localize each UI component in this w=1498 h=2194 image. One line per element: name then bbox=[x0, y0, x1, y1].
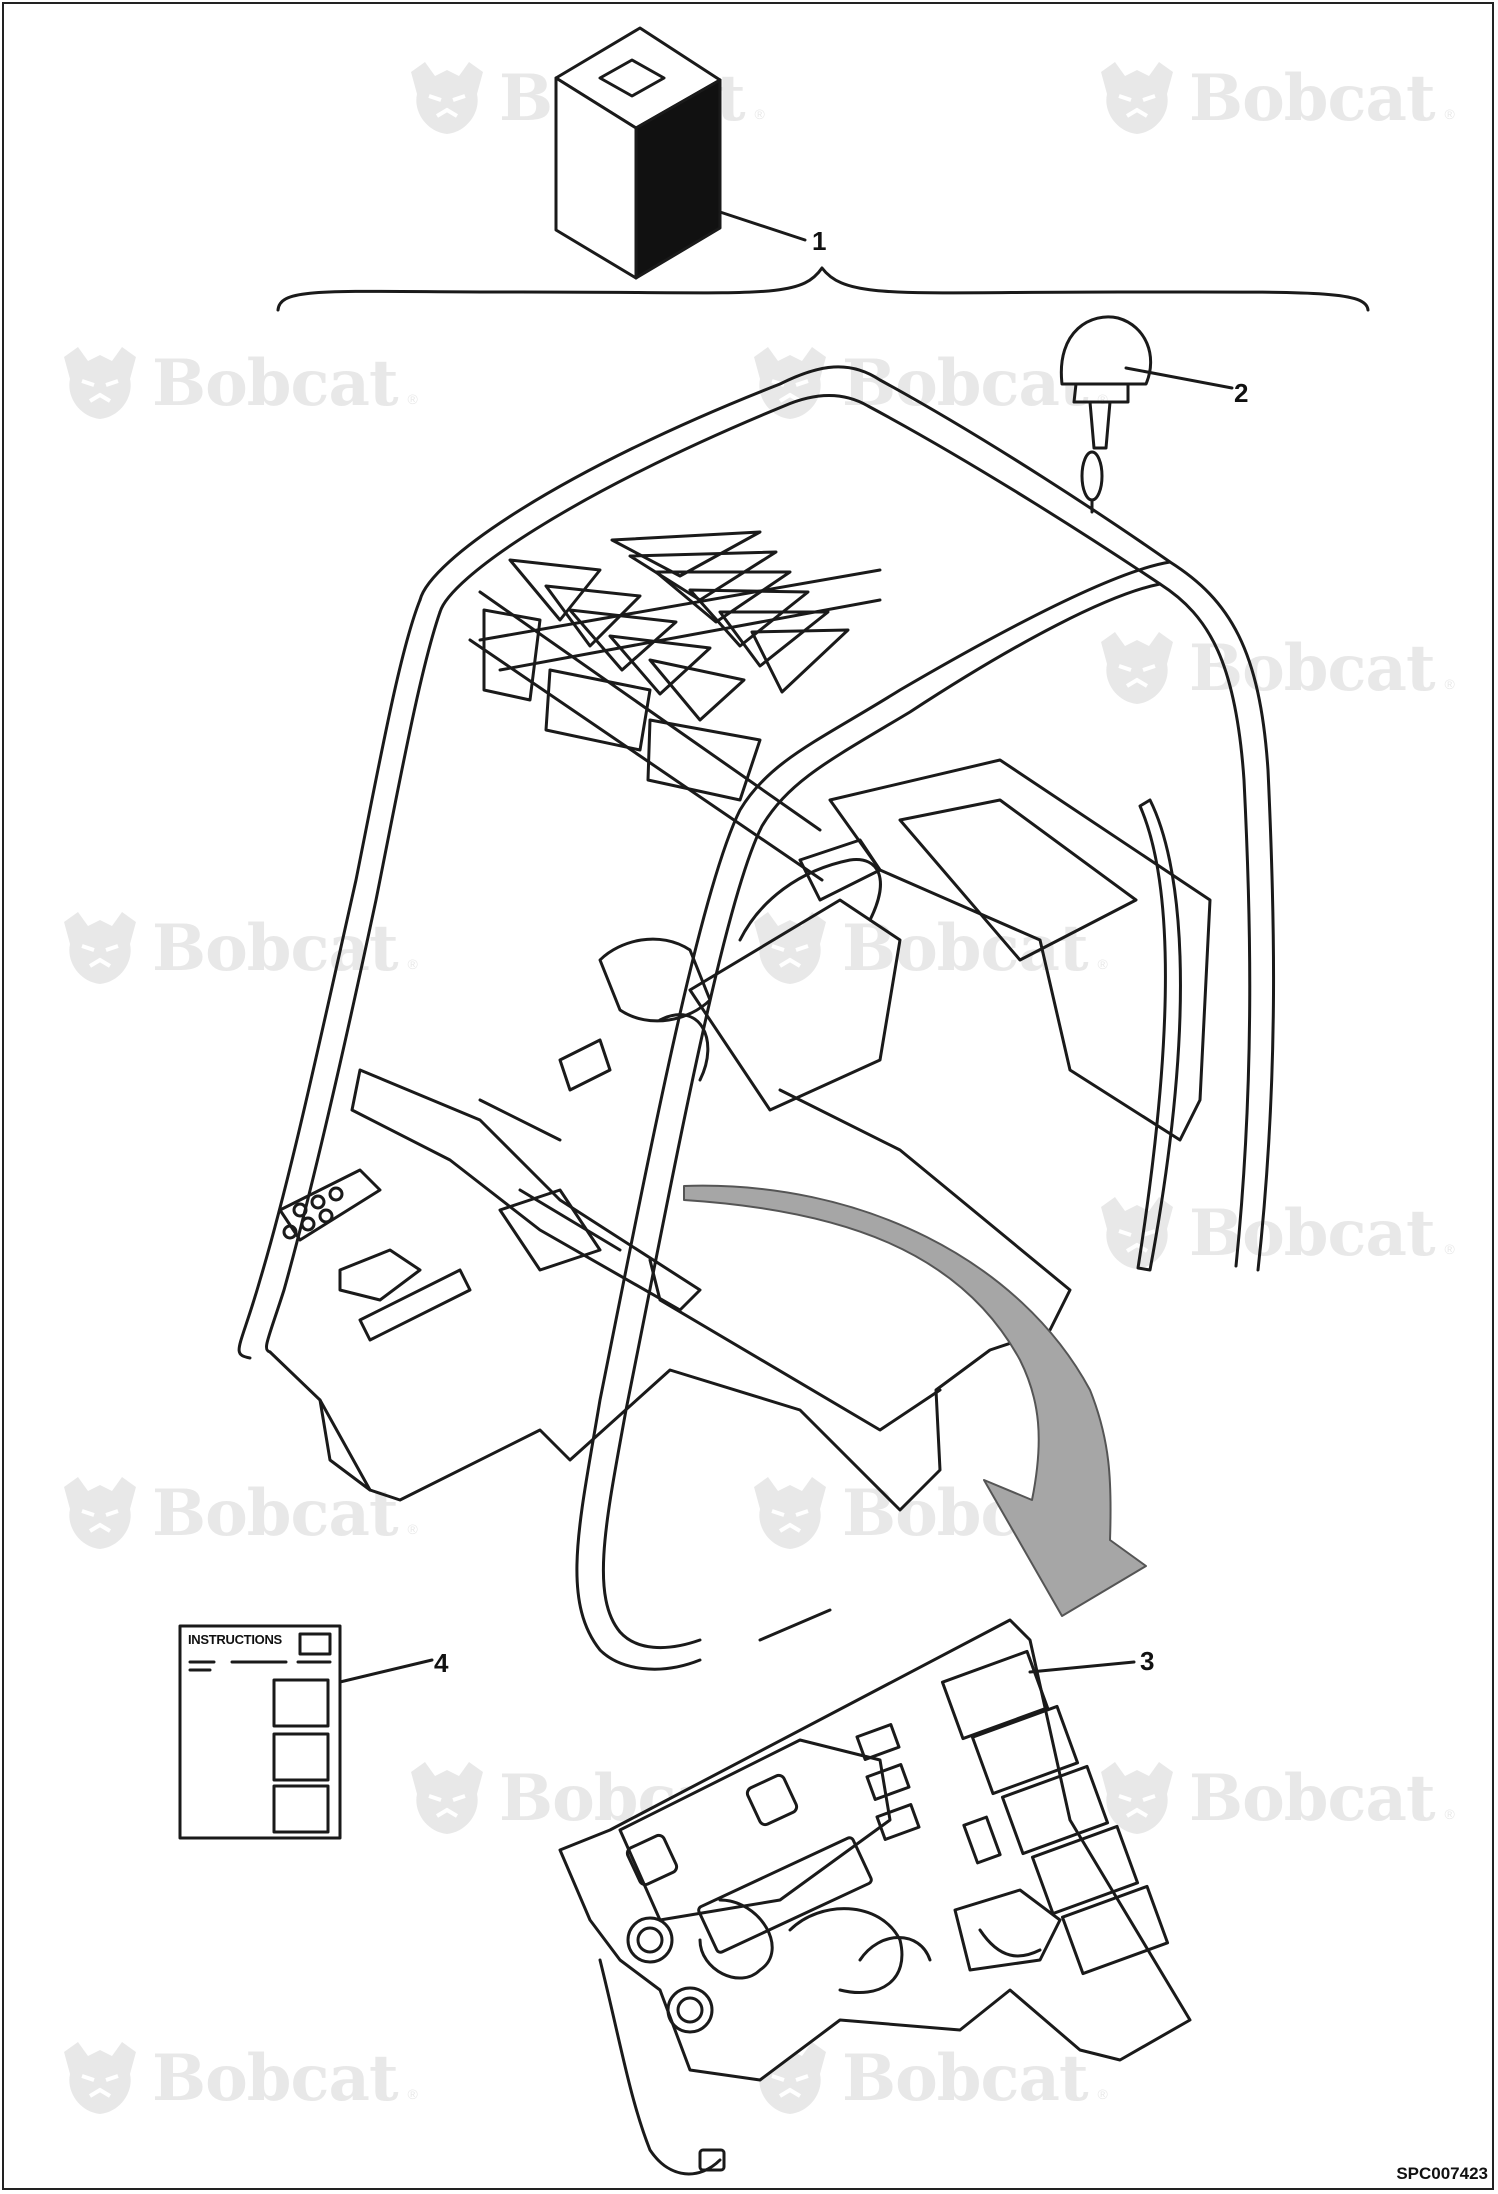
bobcat-watermark: Bobcat ® bbox=[58, 1475, 418, 1551]
watermark-text: Bobcat bbox=[152, 1475, 399, 1551]
bobcat-watermark: Bobcat ® bbox=[1095, 630, 1455, 706]
watermark-mark: ® bbox=[1444, 106, 1455, 122]
watermark-mark: ® bbox=[407, 2086, 418, 2102]
watermark-text: Bobcat bbox=[1189, 1760, 1436, 1836]
callout-1: 1 bbox=[812, 226, 827, 256]
bobcat-logo-icon bbox=[754, 347, 826, 419]
bobcat-logo-icon bbox=[1101, 632, 1173, 704]
beacon-light bbox=[1059, 315, 1234, 514]
watermark-mark: ® bbox=[407, 1521, 418, 1537]
bobcat-watermark: Bobcat ® bbox=[58, 2040, 418, 2116]
watermark-mark: ® bbox=[407, 956, 418, 972]
watermark-text: Bobcat bbox=[152, 2040, 399, 2116]
bobcat-watermark: Bobcat ® bbox=[58, 345, 418, 421]
watermark-mark: ® bbox=[1444, 676, 1455, 692]
bobcat-logo-icon bbox=[754, 912, 826, 984]
bobcat-logo-icon bbox=[64, 1477, 136, 1549]
watermark-text: Bobcat bbox=[152, 910, 399, 986]
watermark-mark: ® bbox=[754, 106, 765, 122]
bobcat-logo-icon bbox=[64, 912, 136, 984]
watermark-mark: ® bbox=[1444, 1806, 1455, 1822]
cab-frame bbox=[237, 365, 1276, 1671]
manual-box bbox=[554, 26, 807, 280]
bobcat-watermark: Bobcat ® bbox=[1095, 60, 1455, 136]
bobcat-logo-icon bbox=[411, 62, 483, 134]
watermark-mark: ® bbox=[407, 391, 418, 407]
flow-arrow-icon bbox=[683, 1184, 1147, 1617]
bobcat-logo-icon bbox=[411, 1762, 483, 1834]
instruction-card-title: INSTRUCTIONS bbox=[188, 1632, 282, 1647]
watermark-text: Bobcat bbox=[1189, 630, 1436, 706]
watermark-text: Bobcat bbox=[842, 2040, 1089, 2116]
bobcat-logo-icon bbox=[1101, 1197, 1173, 1269]
callout-4: 4 bbox=[434, 1648, 449, 1678]
watermark-mark: ® bbox=[1097, 391, 1108, 407]
bobcat-watermark: Bobcat ® bbox=[1095, 1760, 1455, 1836]
watermark-mark: ® bbox=[1444, 1241, 1455, 1257]
watermark-mark: ® bbox=[1097, 956, 1108, 972]
callout-2: 2 bbox=[1234, 378, 1249, 408]
watermark-mark: ® bbox=[1097, 2086, 1108, 2102]
bobcat-watermark: Bobcat ® bbox=[58, 910, 418, 986]
instruction-card bbox=[178, 1624, 434, 1840]
instrument-panel bbox=[558, 1618, 1192, 2176]
bobcat-logo-icon bbox=[1101, 62, 1173, 134]
watermark-text: Bobcat bbox=[1189, 1195, 1436, 1271]
bobcat-logo-icon bbox=[64, 347, 136, 419]
group-brace bbox=[276, 266, 1370, 312]
watermark-text: Bobcat bbox=[152, 345, 399, 421]
drawing-id: SPC007423 bbox=[1396, 2164, 1488, 2183]
bobcat-watermark: Bobcat ® bbox=[1095, 1195, 1455, 1271]
bobcat-logo-icon bbox=[64, 2042, 136, 2114]
bobcat-logo-icon bbox=[1101, 1762, 1173, 1834]
watermark-text: Bobcat bbox=[1189, 60, 1436, 136]
bobcat-logo-icon bbox=[754, 1477, 826, 1549]
callout-3: 3 bbox=[1140, 1646, 1155, 1676]
